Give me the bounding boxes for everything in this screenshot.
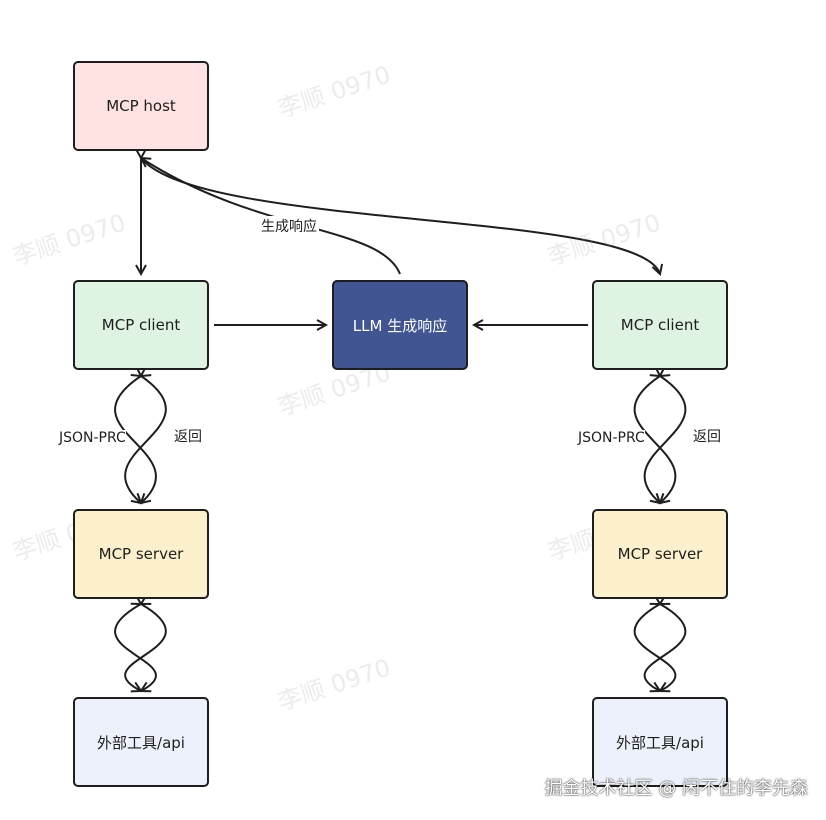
edge-server-api-right-a	[633, 604, 677, 691]
node-mcp-server-left: MCP server	[73, 509, 209, 599]
node-llm: LLM 生成响应	[332, 280, 468, 370]
edge-label-return-right: 返回	[693, 426, 721, 446]
edge-label-json-prc-right: JSON-PRC	[578, 430, 645, 446]
edge-server-api-left-a	[114, 604, 157, 691]
edge-label-generate-response: 生成响应	[259, 216, 319, 236]
node-mcp-client-right: MCP client	[592, 280, 728, 370]
edge-client-server-left-return	[124, 376, 167, 503]
node-api-left: 外部工具/api	[73, 697, 209, 787]
node-mcp-host: MCP host	[73, 61, 209, 151]
node-mcp-client-left: MCP client	[73, 280, 209, 370]
edge-label-return-left: 返回	[174, 426, 202, 446]
edge-server-api-left-b	[124, 604, 167, 691]
source-credit: 掘金技术社区 @ 闲不住的李先森	[544, 778, 808, 799]
edge-host-to-client-right	[140, 157, 660, 274]
node-mcp-server-right: MCP server	[592, 509, 728, 599]
edge-client-server-right-return	[643, 376, 687, 503]
edge-server-api-right-b	[643, 604, 687, 691]
node-api-right: 外部工具/api	[592, 697, 728, 787]
edge-label-json-prc-left: JSON-PRC	[59, 430, 126, 446]
